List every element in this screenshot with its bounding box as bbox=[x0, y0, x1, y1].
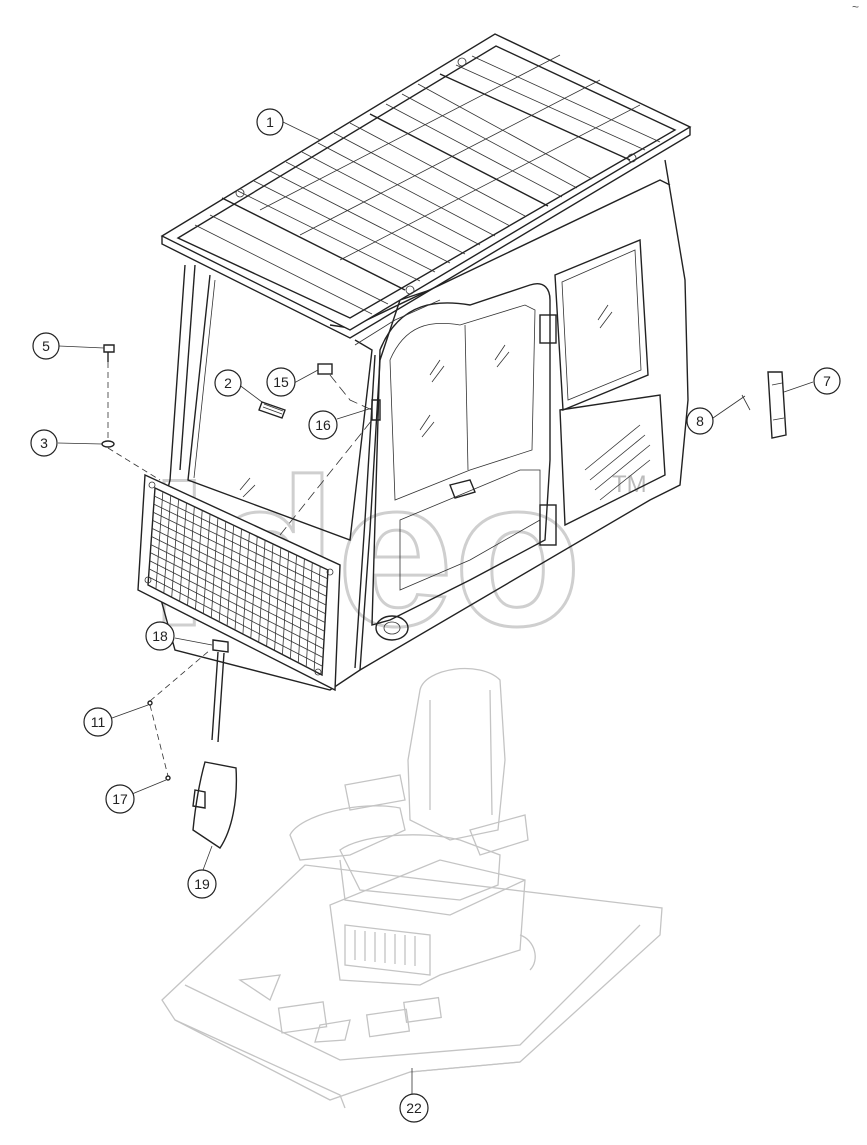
operator-seat-and-floor bbox=[161, 667, 663, 1109]
svg-text:11: 11 bbox=[91, 714, 106, 730]
callout-11: 11 bbox=[83, 707, 113, 737]
callout-8: 8 bbox=[686, 407, 714, 435]
leader-lines bbox=[57, 121, 814, 1095]
callout-3: 3 bbox=[30, 429, 58, 457]
svg-text:19: 19 bbox=[194, 876, 210, 892]
svg-text:16: 16 bbox=[315, 417, 331, 433]
front-guard-mesh bbox=[137, 473, 341, 692]
callout-5: 5 bbox=[32, 332, 60, 360]
cab-body bbox=[149, 159, 689, 691]
callout-2: 2 bbox=[214, 369, 242, 397]
svg-text:2: 2 bbox=[224, 375, 232, 391]
callout-15: 15 bbox=[266, 367, 296, 397]
callouts: 1 2 3 5 7 8 11 15 16 17 18 19 22 bbox=[30, 108, 841, 1123]
svg-text:17: 17 bbox=[112, 791, 128, 807]
callout-1: 1 bbox=[256, 108, 284, 136]
corner-mark: ~ bbox=[851, 0, 859, 14]
callout-22: 22 bbox=[399, 1093, 429, 1123]
svg-text:7: 7 bbox=[823, 373, 831, 389]
svg-text:1: 1 bbox=[266, 114, 274, 130]
callout-7: 7 bbox=[813, 367, 841, 395]
small-parts bbox=[101, 344, 787, 849]
svg-text:3: 3 bbox=[40, 435, 48, 451]
callout-19: 19 bbox=[187, 869, 217, 899]
svg-text:18: 18 bbox=[152, 628, 168, 644]
svg-text:22: 22 bbox=[406, 1100, 422, 1116]
svg-text:8: 8 bbox=[696, 413, 704, 429]
callout-17: 17 bbox=[105, 784, 135, 814]
callout-18: 18 bbox=[145, 621, 175, 651]
svg-text:15: 15 bbox=[273, 374, 289, 390]
svg-text:5: 5 bbox=[42, 338, 50, 354]
callout-16: 16 bbox=[308, 410, 338, 440]
roof-guard bbox=[160, 33, 692, 339]
watermark-tm: TM bbox=[612, 471, 647, 498]
